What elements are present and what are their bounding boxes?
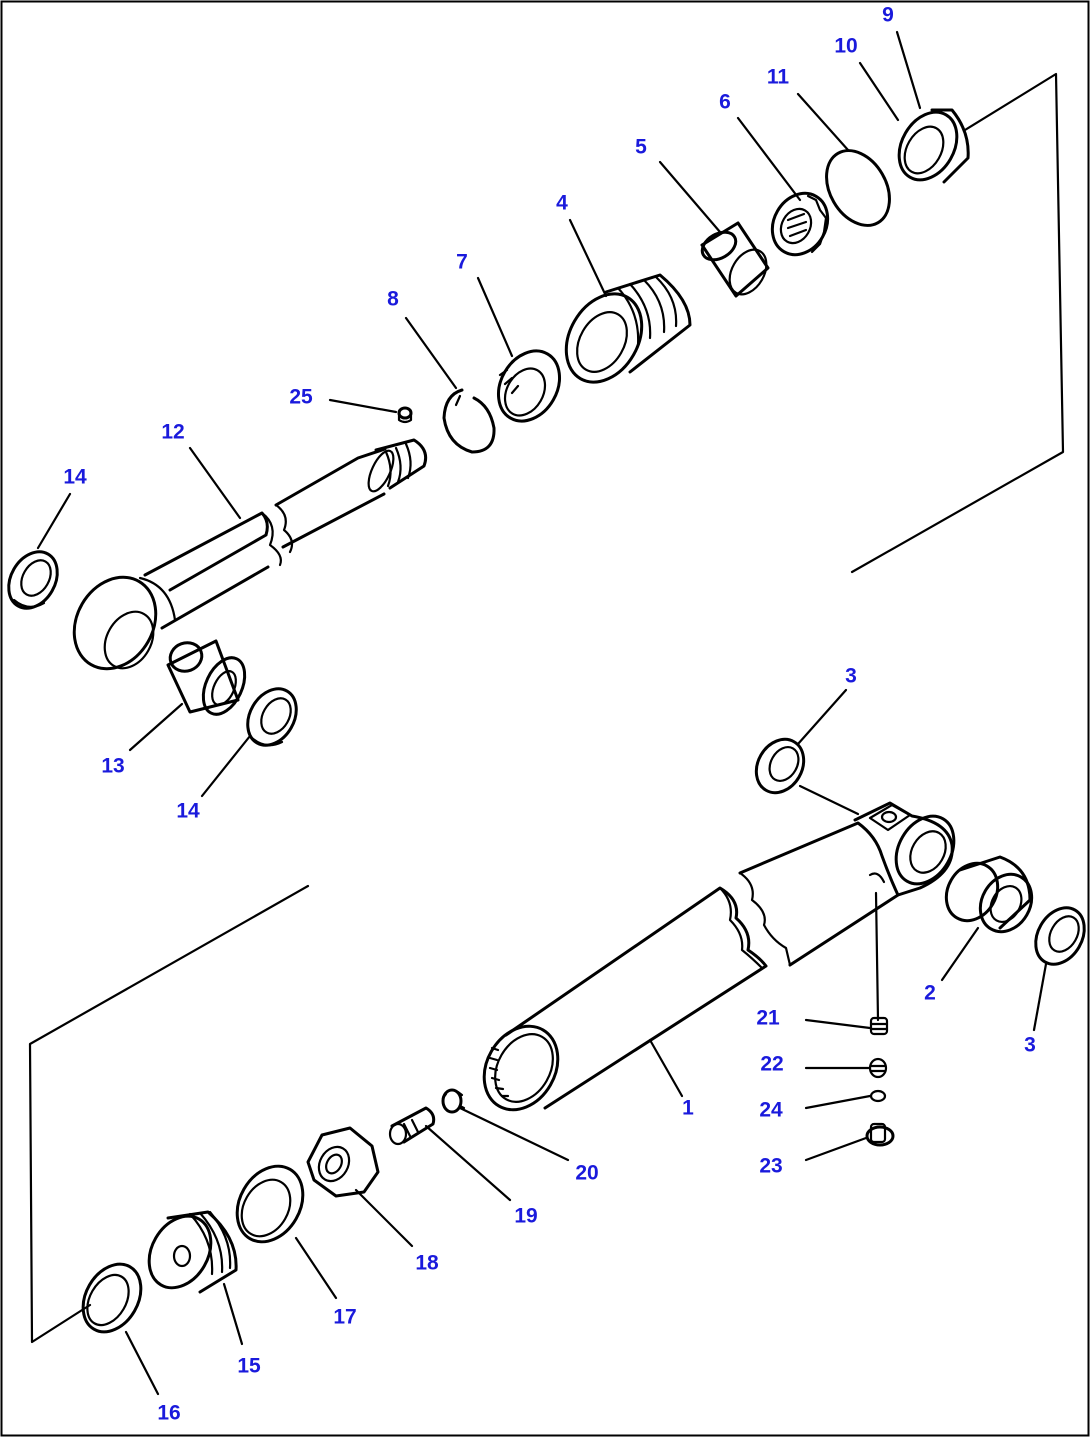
callout-12: 12	[161, 421, 184, 444]
part-7-wear-ring	[497, 349, 561, 423]
callout-15: 15	[237, 1355, 261, 1378]
part-5-bushing	[700, 221, 770, 298]
part-9-10-seal	[897, 108, 970, 184]
callout-2: 2	[924, 982, 936, 1005]
callout-17: 17	[333, 1306, 356, 1329]
leader-lines	[36, 30, 1048, 1396]
callout-21: 25	[289, 386, 313, 409]
callout-1: 1	[682, 1097, 694, 1120]
callout-16: 16	[157, 1402, 180, 1425]
callout-14b: 14	[176, 800, 200, 823]
part-25-o-ring	[869, 1089, 887, 1103]
part-3-seal-upper	[754, 737, 860, 816]
callout-13: 13	[101, 755, 124, 778]
callout-23: 22	[760, 1053, 783, 1076]
bracket-lower	[28, 884, 310, 1344]
part-2-bushing	[944, 855, 1034, 934]
part-23-washer	[868, 1057, 888, 1079]
part-18-nut	[306, 1126, 380, 1198]
callout-4: 4	[556, 192, 568, 215]
part-14-seal-lower	[246, 687, 298, 747]
part-3-seal-lower	[1034, 906, 1086, 966]
callouts: 9 10 11 6 5 4 7 8 25 12 14 13 14 3 2 3 2…	[63, 4, 1036, 1425]
part-19-set-screw	[388, 1106, 436, 1146]
callout-14a: 14	[63, 466, 87, 489]
part-16-seal	[81, 1262, 143, 1334]
part-12-piston-rod	[72, 438, 428, 671]
callout-8: 8	[387, 288, 399, 311]
callout-19: 19	[514, 1205, 537, 1228]
callout-11: 11	[767, 66, 790, 89]
callout-10: 10	[834, 35, 857, 58]
part-1-cylinder-tube	[482, 801, 956, 1112]
callout-9: 9	[882, 4, 894, 27]
part-8-snap-ring	[442, 388, 496, 454]
part-24-plug-bolt	[865, 1122, 895, 1147]
part-20-lock-washer	[441, 1088, 466, 1114]
callout-25: 24	[759, 1099, 783, 1122]
part-6-nut	[770, 191, 830, 257]
callout-6: 6	[719, 91, 731, 114]
callout-3a: 3	[845, 665, 857, 688]
callout-7: 7	[456, 251, 468, 274]
callout-22: 21	[756, 1007, 780, 1030]
part-15-piston	[147, 1210, 238, 1294]
part-17-wear-ring	[235, 1164, 305, 1244]
callout-20: 20	[575, 1162, 598, 1185]
part-4-piston	[564, 273, 692, 384]
part-11-o-ring	[825, 149, 891, 227]
callout-24: 23	[759, 1155, 782, 1178]
callout-5: 5	[635, 136, 647, 159]
part-14-seal-upper	[7, 550, 59, 610]
part-13-bushing	[166, 639, 247, 716]
callout-3b: 3	[1024, 1034, 1036, 1057]
bracket-upper	[850, 72, 1065, 574]
part-21-plug	[397, 406, 413, 424]
callout-18: 18	[415, 1252, 439, 1275]
part-22-grease-fitting	[869, 1016, 889, 1036]
